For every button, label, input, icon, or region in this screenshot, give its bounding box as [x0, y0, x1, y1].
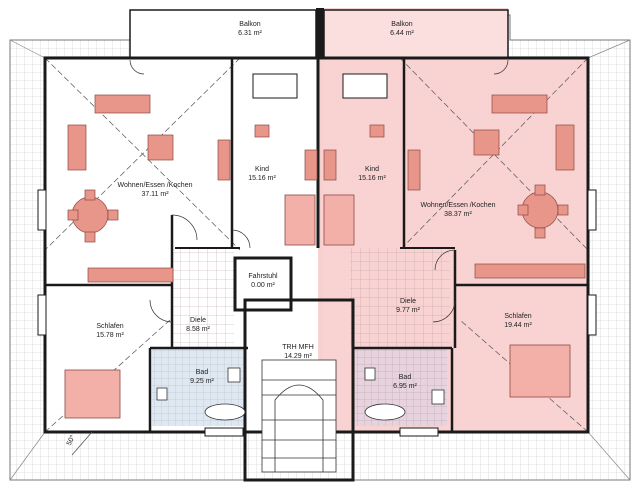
room-area: 9.25 m² — [190, 378, 214, 385]
room-name: Kind — [254, 166, 269, 173]
bath-fixtures — [156, 367, 445, 421]
diele-left-floor — [172, 248, 234, 348]
fahrstuhl-label: Fahrstuhl 0.00 m² — [248, 272, 277, 290]
room-name: Bad — [195, 369, 209, 376]
balkon-right-label: Balkon 6.44 m² — [390, 20, 414, 38]
kind-left-label: Kind 15.16 m² — [248, 165, 276, 183]
balkon-left-label: Balkon 6.31 m² — [238, 20, 262, 38]
room-name: Kind — [364, 166, 379, 173]
room-area: 8.58 m² — [186, 326, 210, 333]
room-name: Schlafen — [504, 313, 532, 320]
center-wall — [316, 8, 324, 58]
room-name: Bad — [398, 374, 412, 381]
diele-right-label: Diele 9.77 m² — [396, 297, 420, 315]
walls — [43, 56, 590, 482]
room-area: 6.95 m² — [393, 383, 417, 390]
trh-label: TRH MFH 14.29 m² — [282, 343, 314, 361]
kind-right-label: Kind 15.16 m² — [358, 165, 386, 183]
bad-left-label: Bad 9.25 m² — [190, 368, 214, 386]
staircase — [261, 359, 337, 473]
diele-left-label: Diele 8.58 m² — [186, 316, 210, 334]
room-area: 9.77 m² — [396, 307, 420, 314]
door-swings — [129, 59, 509, 323]
room-name: Balkon — [391, 21, 413, 28]
room-name: Wohnen/Essen /Kochen — [420, 202, 496, 209]
room-area: 0.00 m² — [251, 282, 275, 289]
room-area: 15.78 m² — [96, 332, 124, 339]
room-name: Diele — [190, 317, 206, 324]
wohnen-right-label: Wohnen/Essen /Kochen 38.37 m² — [421, 201, 496, 219]
room-area: 37.11 m² — [141, 191, 169, 198]
bad-right-label: Bad 6.95 m² — [393, 373, 417, 391]
room-name: Diele — [400, 298, 416, 305]
room-name: Balkon — [239, 21, 261, 28]
schlafen-left-label: Schlafen 15.78 m² — [96, 322, 124, 340]
diele-right-floor — [350, 248, 450, 348]
windows — [37, 73, 597, 437]
room-area: 15.16 m² — [358, 175, 386, 182]
room-area: 38.37 m² — [444, 211, 472, 218]
room-name: TRH MFH — [282, 344, 314, 351]
wohnen-left-label: Wohnen/Essen /Kochen 37.11 m² — [118, 181, 193, 199]
room-name: Schlafen — [96, 323, 124, 330]
roof-angle-marker — [71, 431, 93, 456]
room-area: 19.44 m² — [504, 322, 532, 329]
room-area: 6.31 m² — [238, 30, 262, 37]
room-area: 14.29 m² — [284, 353, 312, 360]
room-area: 6.44 m² — [390, 30, 414, 37]
room-name: Fahrstuhl — [248, 273, 278, 280]
balkon-left-area — [129, 9, 317, 59]
beds — [64, 194, 571, 419]
roof-hip-lines — [9, 39, 631, 481]
room-area: 15.16 m² — [248, 175, 276, 182]
room-name: Wohnen/Essen /Kochen — [117, 182, 193, 189]
balkon-right-area — [323, 9, 509, 59]
schlafen-right-label: Schlafen 19.44 m² — [504, 312, 532, 330]
furniture — [67, 94, 586, 283]
